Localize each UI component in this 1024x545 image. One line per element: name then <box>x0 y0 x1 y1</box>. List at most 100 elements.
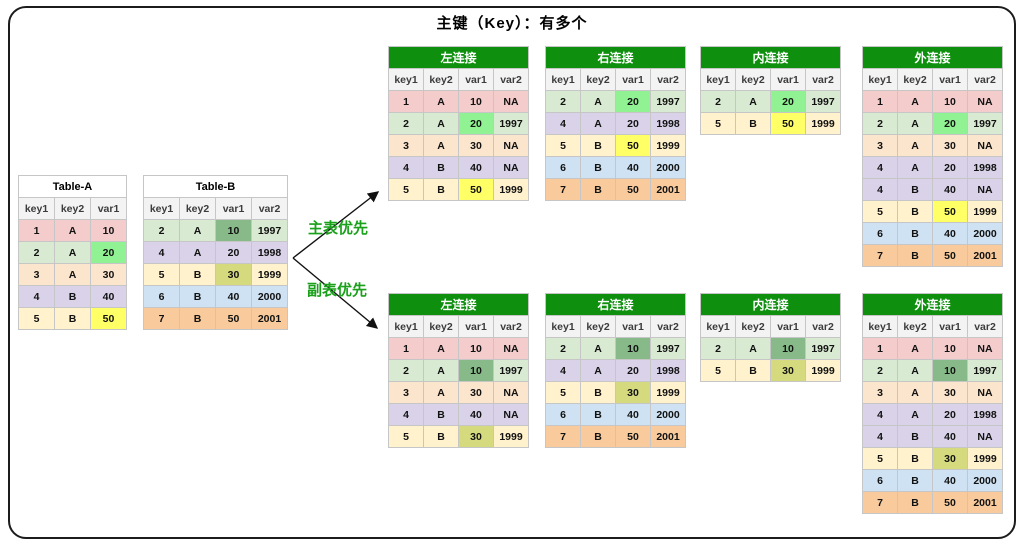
table-cell: 20 <box>932 156 968 179</box>
table-cell: B <box>735 359 771 382</box>
table-cell: 2 <box>700 337 736 360</box>
table-cell: 2001 <box>967 244 1003 267</box>
table-cell: 3 <box>388 381 424 404</box>
table-cell: 3 <box>18 263 55 286</box>
table-cell: NA <box>493 403 529 426</box>
table-title: 外连接 <box>862 46 1003 69</box>
table-cell: 30 <box>615 381 651 404</box>
table-cell: 40 <box>458 403 494 426</box>
table-cell: 1997 <box>805 337 841 360</box>
table-cell: 4 <box>862 156 898 179</box>
table-cell: 50 <box>932 244 968 267</box>
table-cell: 20 <box>458 112 494 135</box>
table-cell: A <box>423 134 459 157</box>
table-cell: 3 <box>388 134 424 157</box>
table-cell: 30 <box>932 381 968 404</box>
page-title: 主键（Key）：有多个 <box>436 15 588 32</box>
table-cell: 6 <box>545 156 581 179</box>
table-cell: 20 <box>615 112 651 135</box>
table-cell: A <box>179 219 216 242</box>
table-cell: 10 <box>458 359 494 382</box>
table-cell: 4 <box>143 241 180 264</box>
column-header: var1 <box>215 197 252 220</box>
table-cell: A <box>580 112 616 135</box>
table-cell: NA <box>493 156 529 179</box>
table-cell: 4 <box>862 178 898 201</box>
table-cell: B <box>897 469 933 492</box>
table-cell: 1999 <box>967 200 1003 223</box>
table-cell: 30 <box>770 359 806 382</box>
table-cell: 1998 <box>650 112 686 135</box>
table-cell: 50 <box>215 307 252 330</box>
table-cell: 1997 <box>967 112 1003 135</box>
table-cell: 1997 <box>967 359 1003 382</box>
table-cell: A <box>179 241 216 264</box>
table-cell: 2 <box>700 90 736 113</box>
table-cell: 2000 <box>650 403 686 426</box>
table-cell: 1997 <box>650 337 686 360</box>
table-cell: 40 <box>932 178 968 201</box>
table-cell: 1998 <box>967 156 1003 179</box>
table-cell: B <box>897 447 933 470</box>
table-cell: 1999 <box>493 178 529 201</box>
table-cell: 50 <box>615 425 651 448</box>
table-cell: 5 <box>700 112 736 135</box>
table-cell: NA <box>493 90 529 113</box>
column-header: key2 <box>897 68 933 91</box>
table-cell: 50 <box>770 112 806 135</box>
column-header: key1 <box>143 197 180 220</box>
table-cell: 10 <box>458 90 494 113</box>
table-cell: A <box>54 241 91 264</box>
column-header: key2 <box>54 197 91 220</box>
table-cell: 1999 <box>493 425 529 448</box>
table-cell: NA <box>967 425 1003 448</box>
table-cell: B <box>897 244 933 267</box>
table-cell: B <box>423 425 459 448</box>
table-cell: 50 <box>932 491 968 514</box>
table-cell: A <box>735 337 771 360</box>
table-title: 左连接 <box>388 293 529 316</box>
table-cell: 50 <box>90 307 127 330</box>
table-cell: 2000 <box>650 156 686 179</box>
column-header: key2 <box>179 197 216 220</box>
table-cell: 1997 <box>251 219 288 242</box>
table-cell: A <box>423 337 459 360</box>
table-cell: 30 <box>932 134 968 157</box>
table-cell: 40 <box>215 285 252 308</box>
table-cell: 5 <box>862 200 898 223</box>
table-cell: B <box>54 307 91 330</box>
table-cell: 5 <box>388 425 424 448</box>
table-cell: 1997 <box>493 112 529 135</box>
table-cell: 6 <box>545 403 581 426</box>
table-cell: 50 <box>615 134 651 157</box>
table-cell: 1 <box>388 90 424 113</box>
table-cell: NA <box>493 337 529 360</box>
table-cell: B <box>897 200 933 223</box>
table-title: Table-B <box>143 175 288 198</box>
table-cell: 10 <box>770 337 806 360</box>
table-cell: 10 <box>932 359 968 382</box>
table-cell: 40 <box>615 156 651 179</box>
table-cell: B <box>423 403 459 426</box>
